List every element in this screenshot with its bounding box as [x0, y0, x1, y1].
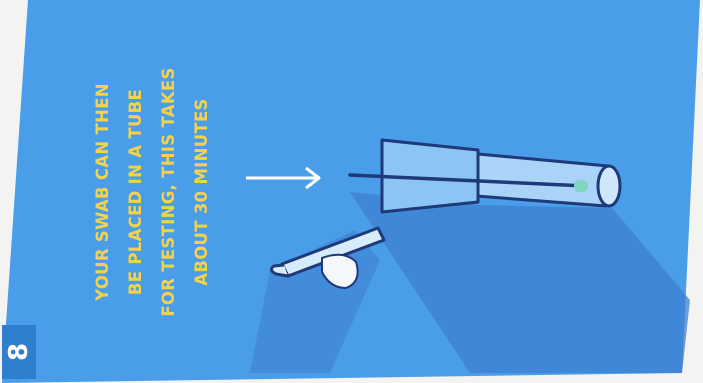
- instruction-line: ABOUT 30 MINUTES: [185, 42, 218, 342]
- tube-opening: [598, 166, 620, 206]
- instruction-text: YOUR SWAB CAN THEN BE PLACED IN A TUBE F…: [86, 42, 218, 342]
- instruction-line: FOR TESTING, THIS TAKES: [152, 42, 185, 342]
- instruction-line: YOUR SWAB CAN THEN: [86, 42, 119, 342]
- step-number: 8: [0, 335, 41, 369]
- swab-tip: [574, 180, 588, 192]
- instruction-line: BE PLACED IN A TUBE: [119, 42, 152, 342]
